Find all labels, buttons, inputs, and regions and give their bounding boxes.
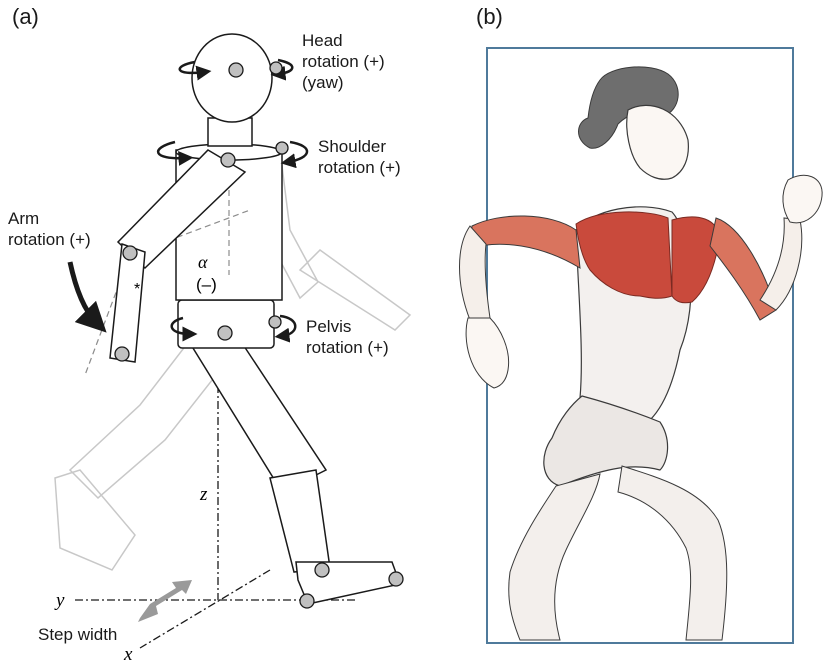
near-thigh [188,340,326,492]
head-label-line3: (yaw) [302,72,385,93]
torso [576,207,691,420]
arm-label-line1: Arm [8,208,91,229]
pectoral-muscle-right [672,217,720,303]
y-axis-label: y [54,590,65,611]
left-hand [466,318,508,388]
z-axis-label: z [199,484,208,505]
head-rotation-label: Head rotation (+) (yaw) [302,30,385,93]
illustration-frame [487,48,793,643]
x-axis-label: x [123,644,133,663]
shoulder-rotation-label: Shoulder rotation (+) [318,136,401,178]
pelvis-label-line1: Pelvis [306,316,389,337]
near-shank [270,470,330,572]
shorts [544,396,668,486]
near-leg [188,340,400,604]
pectoral-muscle [576,212,672,298]
elbow-marker [123,246,137,260]
alpha-symbol: α [198,252,208,272]
shoulder-label-line2: rotation (+) [318,157,401,178]
head-label-line2: rotation (+) [302,51,385,72]
head-side-marker [270,62,282,74]
near-forearm [110,244,145,362]
pelvis-marker [218,326,232,340]
right-fist [783,175,822,223]
shoulder-side-marker [276,142,288,154]
step-width-arrow [138,580,192,622]
panel-b-label: (b) [476,4,503,30]
head-segment [192,34,272,122]
alpha-sign: (–) [196,275,217,294]
pelvis-rotation-arrow-right [280,316,295,336]
ghost-thigh [70,340,220,498]
face [627,105,689,179]
head-marker [229,63,243,77]
ankle-marker [315,563,329,577]
x-axis [140,570,270,648]
shoulder-rotation-arrow-right [288,142,307,162]
left-leg [509,474,600,640]
right-forearm [760,218,802,310]
pelvis-label-line2: rotation (+) [306,337,389,358]
right-leg [618,466,727,640]
asterisk-mark: * [134,281,140,298]
heel-marker [300,594,314,608]
wrist-marker [115,347,129,361]
hair [579,67,679,148]
left-upper-arm [470,216,580,268]
arm-label-line2: rotation (+) [8,229,91,250]
step-width-label: Step width [38,624,117,645]
shoulder-marker [221,153,235,167]
head-label-line1: Head [302,30,385,51]
pelvis-segment [178,300,274,348]
shoulder-label-line1: Shoulder [318,136,401,157]
toe-marker [389,572,403,586]
walking-model-diagram: α (–) * z y x [0,0,470,663]
arm-rotation-arrow [70,262,96,322]
arm-rotation-label: Arm rotation (+) [8,208,91,250]
ghost-shank [55,470,135,570]
right-upper-arm [710,218,776,320]
pelvis-rotation-label: Pelvis rotation (+) [306,316,389,358]
pelvis-side-marker [269,316,281,328]
